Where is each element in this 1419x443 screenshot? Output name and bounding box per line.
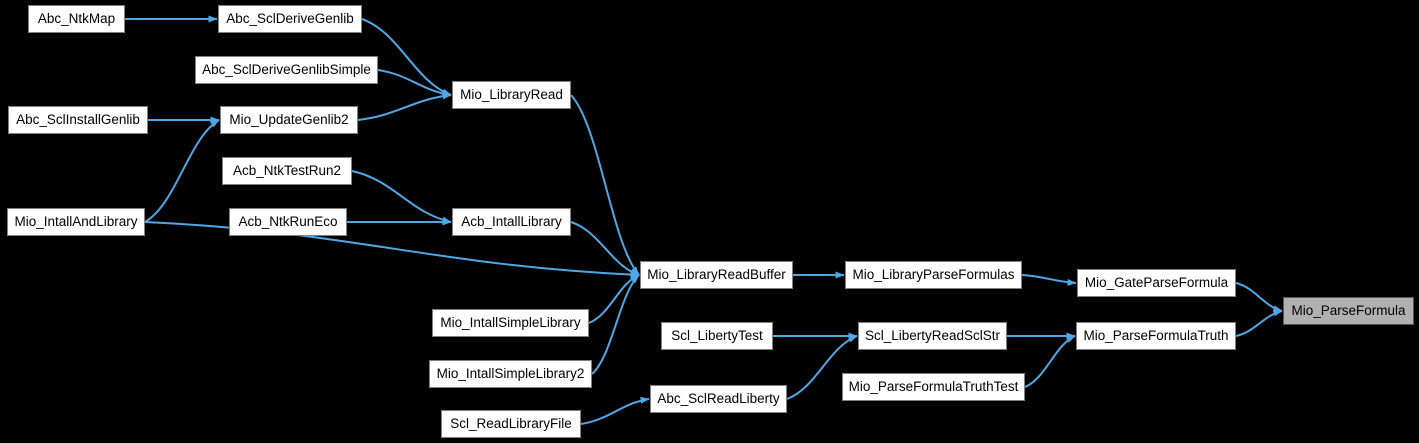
graph-node-label: Mio_LibraryRead — [460, 87, 563, 103]
graph-node-acb_ntktestrun2[interactable]: Acb_NtkTestRun2 — [222, 157, 352, 185]
graph-node-mio_libraryreadbuffer[interactable]: Mio_LibraryReadBuffer — [640, 261, 793, 289]
graph-node-abc_sclderivegenlib[interactable]: Abc_SclDeriveGenlib — [218, 5, 362, 33]
graph-node-label: Mio_LibraryReadBuffer — [647, 267, 786, 283]
graph-edge-mio_intallsimplelibrary-to-mio_libraryreadbuffer — [588, 274, 640, 324]
graph-node-mio_intallandlibrary[interactable]: Mio_IntallAndLibrary — [7, 208, 145, 236]
graph-edge-mio_parseformulatruthtest-to-mio_parseformulatruth — [1024, 335, 1076, 388]
graph-node-label: Mio_LibraryParseFormulas — [852, 267, 1015, 283]
graph-node-acb_intalllibrary[interactable]: Acb_IntallLibrary — [452, 208, 571, 236]
graph-node-scl_libertytest[interactable]: Scl_LibertyTest — [661, 322, 773, 350]
graph-node-label: Abc_NtkMap — [37, 11, 116, 27]
graph-node-label: Scl_LibertyReadSclStr — [864, 328, 1001, 344]
graph-node-mio_parseformulatruth[interactable]: Mio_ParseFormulaTruth — [1076, 322, 1236, 350]
graph-node-label: Mio_ParseFormula — [1291, 303, 1406, 319]
graph-edge-mio_libraryparseformulas-to-mio_gateparseformula — [1021, 274, 1077, 286]
graph-node-label: Mio_ParseFormulaTruth — [1083, 328, 1229, 344]
graph-node-abc_sclinstallgenlib[interactable]: Abc_SclInstallGenlib — [8, 106, 148, 134]
graph-node-label: Mio_UpdateGenlib2 — [229, 112, 349, 128]
graph-node-mio_libraryread[interactable]: Mio_LibraryRead — [452, 81, 571, 109]
graph-node-label: Mio_IntallSimpleLibrary — [440, 315, 581, 331]
graph-edge-mio_libraryread-to-mio_libraryreadbuffer — [570, 94, 640, 276]
graph-node-label: Abc_SclDeriveGenlibSimple — [202, 62, 371, 78]
graph-node-abc_ntkmap[interactable]: Abc_NtkMap — [28, 5, 125, 33]
graph-node-label: Acb_NtkTestRun2 — [232, 163, 342, 179]
graph-node-label: Abc_SclReadLiberty — [657, 391, 780, 407]
graph-node-abc_sclderivegenlibsimple[interactable]: Abc_SclDeriveGenlibSimple — [195, 56, 378, 84]
graph-node-mio_libraryparseformulas[interactable]: Mio_LibraryParseFormulas — [845, 261, 1022, 289]
graph-node-label: Abc_SclInstallGenlib — [16, 112, 140, 128]
graph-node-label: Acb_NtkRunEco — [238, 214, 338, 230]
graph-edge-mio_intallandlibrary-to-mio_updategenlib2 — [144, 119, 220, 223]
graph-node-mio_updategenlib2[interactable]: Mio_UpdateGenlib2 — [220, 106, 358, 134]
graph-edge-abc_sclderivegenlibsimple-to-mio_libraryread — [377, 69, 452, 98]
graph-edge-mio_gateparseformula-to-mio_parseformula — [1235, 282, 1283, 313]
graph-edge-acb_ntktestrun2-to-acb_intalllibrary — [351, 170, 452, 224]
graph-node-label: Scl_ReadLibraryFile — [450, 416, 572, 432]
graph-node-mio_parseformula[interactable]: Mio_ParseFormula — [1283, 297, 1414, 325]
graph-edge-mio_parseformulatruth-to-mio_parseformula — [1235, 309, 1283, 337]
graph-edge-acb_intalllibrary-to-mio_libraryreadbuffer — [570, 221, 640, 276]
graph-node-mio_intallsimplelibrary[interactable]: Mio_IntallSimpleLibrary — [432, 309, 589, 337]
graph-node-label: Abc_SclDeriveGenlib — [226, 11, 354, 27]
graph-node-label: Acb_IntallLibrary — [461, 214, 562, 230]
graph-node-label: Mio_GateParseFormula — [1084, 275, 1229, 291]
graph-edge-mio_updategenlib2-to-mio_libraryread — [357, 92, 452, 121]
graph-edge-scl_readlibraryfile-to-abc_sclreadliberty — [580, 396, 650, 425]
graph-node-acb_ntkruneco[interactable]: Acb_NtkRunEco — [229, 208, 347, 236]
graph-node-mio_gateparseformula[interactable]: Mio_GateParseFormula — [1077, 269, 1236, 297]
graph-node-abc_sclreadliberty[interactable]: Abc_SclReadLiberty — [650, 385, 787, 413]
graph-node-mio_parseformulatruthtest[interactable]: Mio_ParseFormulaTruthTest — [842, 373, 1025, 401]
graph-node-label: Mio_ParseFormulaTruthTest — [848, 379, 1019, 395]
graph-node-scl_libertyreadsclstr[interactable]: Scl_LibertyReadSclStr — [858, 322, 1007, 350]
graph-node-label: Scl_LibertyTest — [671, 328, 763, 344]
graph-node-label: Mio_IntallAndLibrary — [14, 214, 138, 230]
graph-node-label: Mio_IntallSimpleLibrary2 — [436, 366, 585, 382]
graph-node-scl_readlibraryfile[interactable]: Scl_ReadLibraryFile — [441, 410, 581, 438]
graph-edge-mio_intallsimplelibrary2-to-mio_libraryreadbuffer — [591, 274, 640, 375]
graph-node-mio_intallsimplelibrary2[interactable]: Mio_IntallSimpleLibrary2 — [429, 360, 592, 388]
